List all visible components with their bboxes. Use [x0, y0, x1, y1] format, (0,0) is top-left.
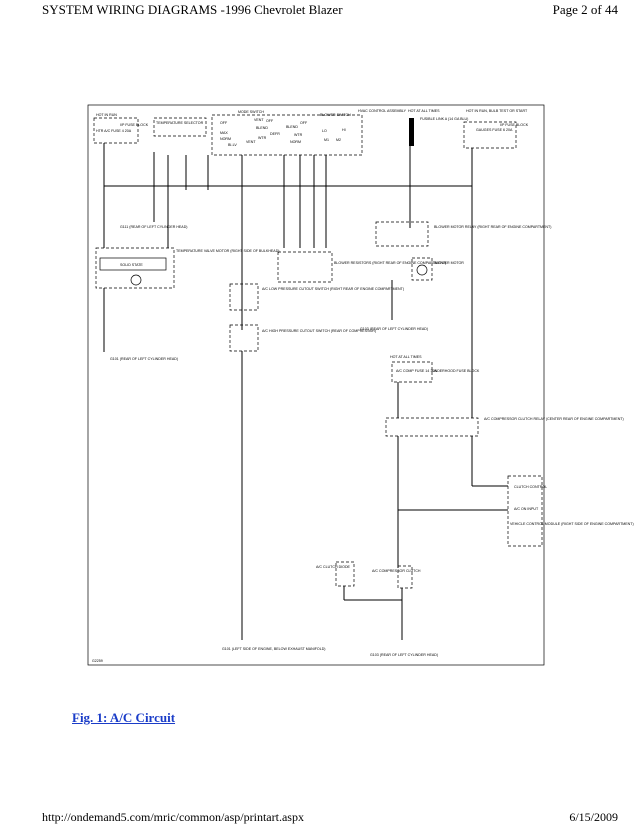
gauges-fuse-label: GAUGES FUSE 6 20A	[476, 128, 513, 132]
page-number: Page 2 of 44	[552, 2, 618, 17]
high-pressure-switch-label: A/C HIGH PRESSURE CUTOUT SWITCH (REAR OF…	[262, 329, 376, 333]
footer-url: http://ondemand5.com/mric/common/asp/pri…	[42, 810, 304, 824]
mode-bilv-label: BI-LV	[228, 143, 237, 147]
hvac-control-label: HVAC CONTROL ASSEMBLY	[358, 109, 407, 113]
hot-at-all-times-2-label: HOT AT ALL TIMES	[390, 355, 422, 359]
hot-in-run-bulb-label: HOT IN RUN, BULB TEST OR START	[466, 109, 528, 113]
ip-fuse-block-label: I/P FUSE BLOCK	[120, 123, 149, 127]
blower-lo-label: LO	[322, 129, 327, 133]
low-pressure-switch-label: A/C LOW PRESSURE CUTOUT SWITCH (RIGHT RE…	[262, 287, 404, 291]
htr-ac-fuse-label: HTR A/C FUSE 4 20A	[96, 129, 132, 133]
low-pressure-switch-box	[229, 283, 259, 311]
blower-resistors-box	[277, 251, 333, 283]
blower-motor-label: BLOWER MOTOR	[434, 261, 464, 265]
temperature-selector-box	[153, 117, 207, 137]
mode-vent2-label: VENT	[246, 140, 256, 144]
underhood-fuse-block-label: UNDERHOOD FUSE BLOCK	[432, 369, 480, 373]
clutch-control-label: CLUTCH CONTROL	[514, 485, 547, 489]
ac-on-input-label: A/C ON INPUT	[514, 507, 539, 511]
clutch-diode-box	[335, 561, 355, 587]
mode-norm2-label: NORM	[290, 140, 301, 144]
mode-vent-label: VENT	[254, 118, 264, 122]
ip-fuse-block-right-label: I/P FUSE BLOCK	[500, 123, 529, 127]
hot-in-run-label: HOT IN RUN	[96, 113, 117, 117]
ground-label-5: G103 (REAR OF LEFT CYLINDER HEAD)	[370, 653, 438, 657]
ac-comp-fuse-label: A/C COMP FUSE 14 10A	[396, 369, 437, 373]
image-id: G2259	[92, 659, 103, 663]
blower-m2-label: M2	[336, 138, 341, 142]
gauges-fuse-box	[463, 121, 517, 149]
temp-valve-motor-box	[95, 247, 175, 289]
ground-label-4: G101 (LEFT SIDE OF ENGINE, BELOW EXHAUST…	[222, 647, 326, 651]
mode-off2-label: OFF	[266, 119, 274, 123]
mode-switch-label: MODE SWITCH	[238, 110, 264, 114]
compressor-relay-box	[385, 417, 479, 437]
vcm-label: VEHICLE CONTROL MODULE (RIGHT SIDE OF EN…	[510, 522, 634, 526]
hvac-control-box	[211, 114, 363, 156]
mode-off-label: OFF	[220, 121, 228, 125]
footer-date: 6/15/2009	[569, 810, 618, 824]
blower-switch-label: BLOWER SWITCH	[320, 113, 351, 117]
mode-blend2-label: BLEND	[286, 125, 298, 129]
compressor-clutch-box	[397, 565, 413, 589]
blower-hi-label: HI	[342, 128, 346, 132]
vcm-box	[507, 475, 543, 547]
mode-defr-label: DEFR	[270, 132, 280, 136]
blower-relay-box	[375, 221, 429, 247]
ground-label-2: G103 (REAR OF LEFT CYLINDER HEAD)	[360, 327, 428, 331]
mode-max-label: MAX	[220, 131, 228, 135]
solid-state-box	[99, 257, 167, 271]
mode-wtr-label: WTR	[258, 136, 267, 140]
hot-at-all-times-label: HOT AT ALL TIMES	[408, 109, 440, 113]
clutch-diode-label: A/C CLUTCH DIODE	[316, 565, 351, 569]
document-title: SYSTEM WIRING DIAGRAMS -1996 Chevrolet B…	[42, 2, 343, 17]
blower-off-label: OFF	[300, 121, 308, 125]
blower-motor-icon	[416, 264, 428, 276]
compressor-clutch-label: A/C COMPRESSOR CLUTCH	[372, 569, 421, 573]
fusible-link-label: FUSIBLE LINK A (14 GA BLU)	[420, 117, 468, 121]
diagram-frame	[87, 104, 545, 666]
fusible-link-symbol	[409, 118, 414, 146]
high-pressure-switch-box	[229, 324, 259, 352]
figure-caption-link[interactable]: Fig. 1: A/C Circuit	[72, 710, 176, 725]
compressor-relay-label: A/C COMPRESSOR CLUTCH RELAY (CENTER REAR…	[484, 417, 624, 421]
valve-motor-icon	[130, 274, 142, 286]
ac-comp-fuse-box	[391, 361, 433, 383]
blower-relay-label: BLOWER MOTOR RELAY (RIGHT REAR OF ENGINE…	[434, 225, 551, 229]
ip-fuse-block-box	[93, 117, 139, 144]
solid-state-label: SOLID STATE	[120, 263, 143, 267]
blower-resistors-label: BLOWER RESISTORS (RIGHT REAR OF ENGINE C…	[334, 261, 446, 265]
blower-motor-box	[411, 257, 433, 281]
temp-selector-label: TEMPERATURE SELECTOR	[156, 121, 204, 125]
mode-wtr2-label: WTR	[294, 133, 303, 137]
ground-label-1: G111 (REAR OF LEFT CYLINDER HEAD)	[120, 225, 188, 229]
mode-norm-label: NORM	[220, 137, 231, 141]
mode-blend-label: BLEND	[256, 126, 268, 130]
ground-label-3: G101 (REAR OF LEFT CYLINDER HEAD)	[110, 357, 178, 361]
temp-valve-motor-label: TEMPERATURE VALVE MOTOR (RIGHT SIDE OF B…	[176, 249, 280, 253]
blower-m1-label: M1	[324, 138, 329, 142]
